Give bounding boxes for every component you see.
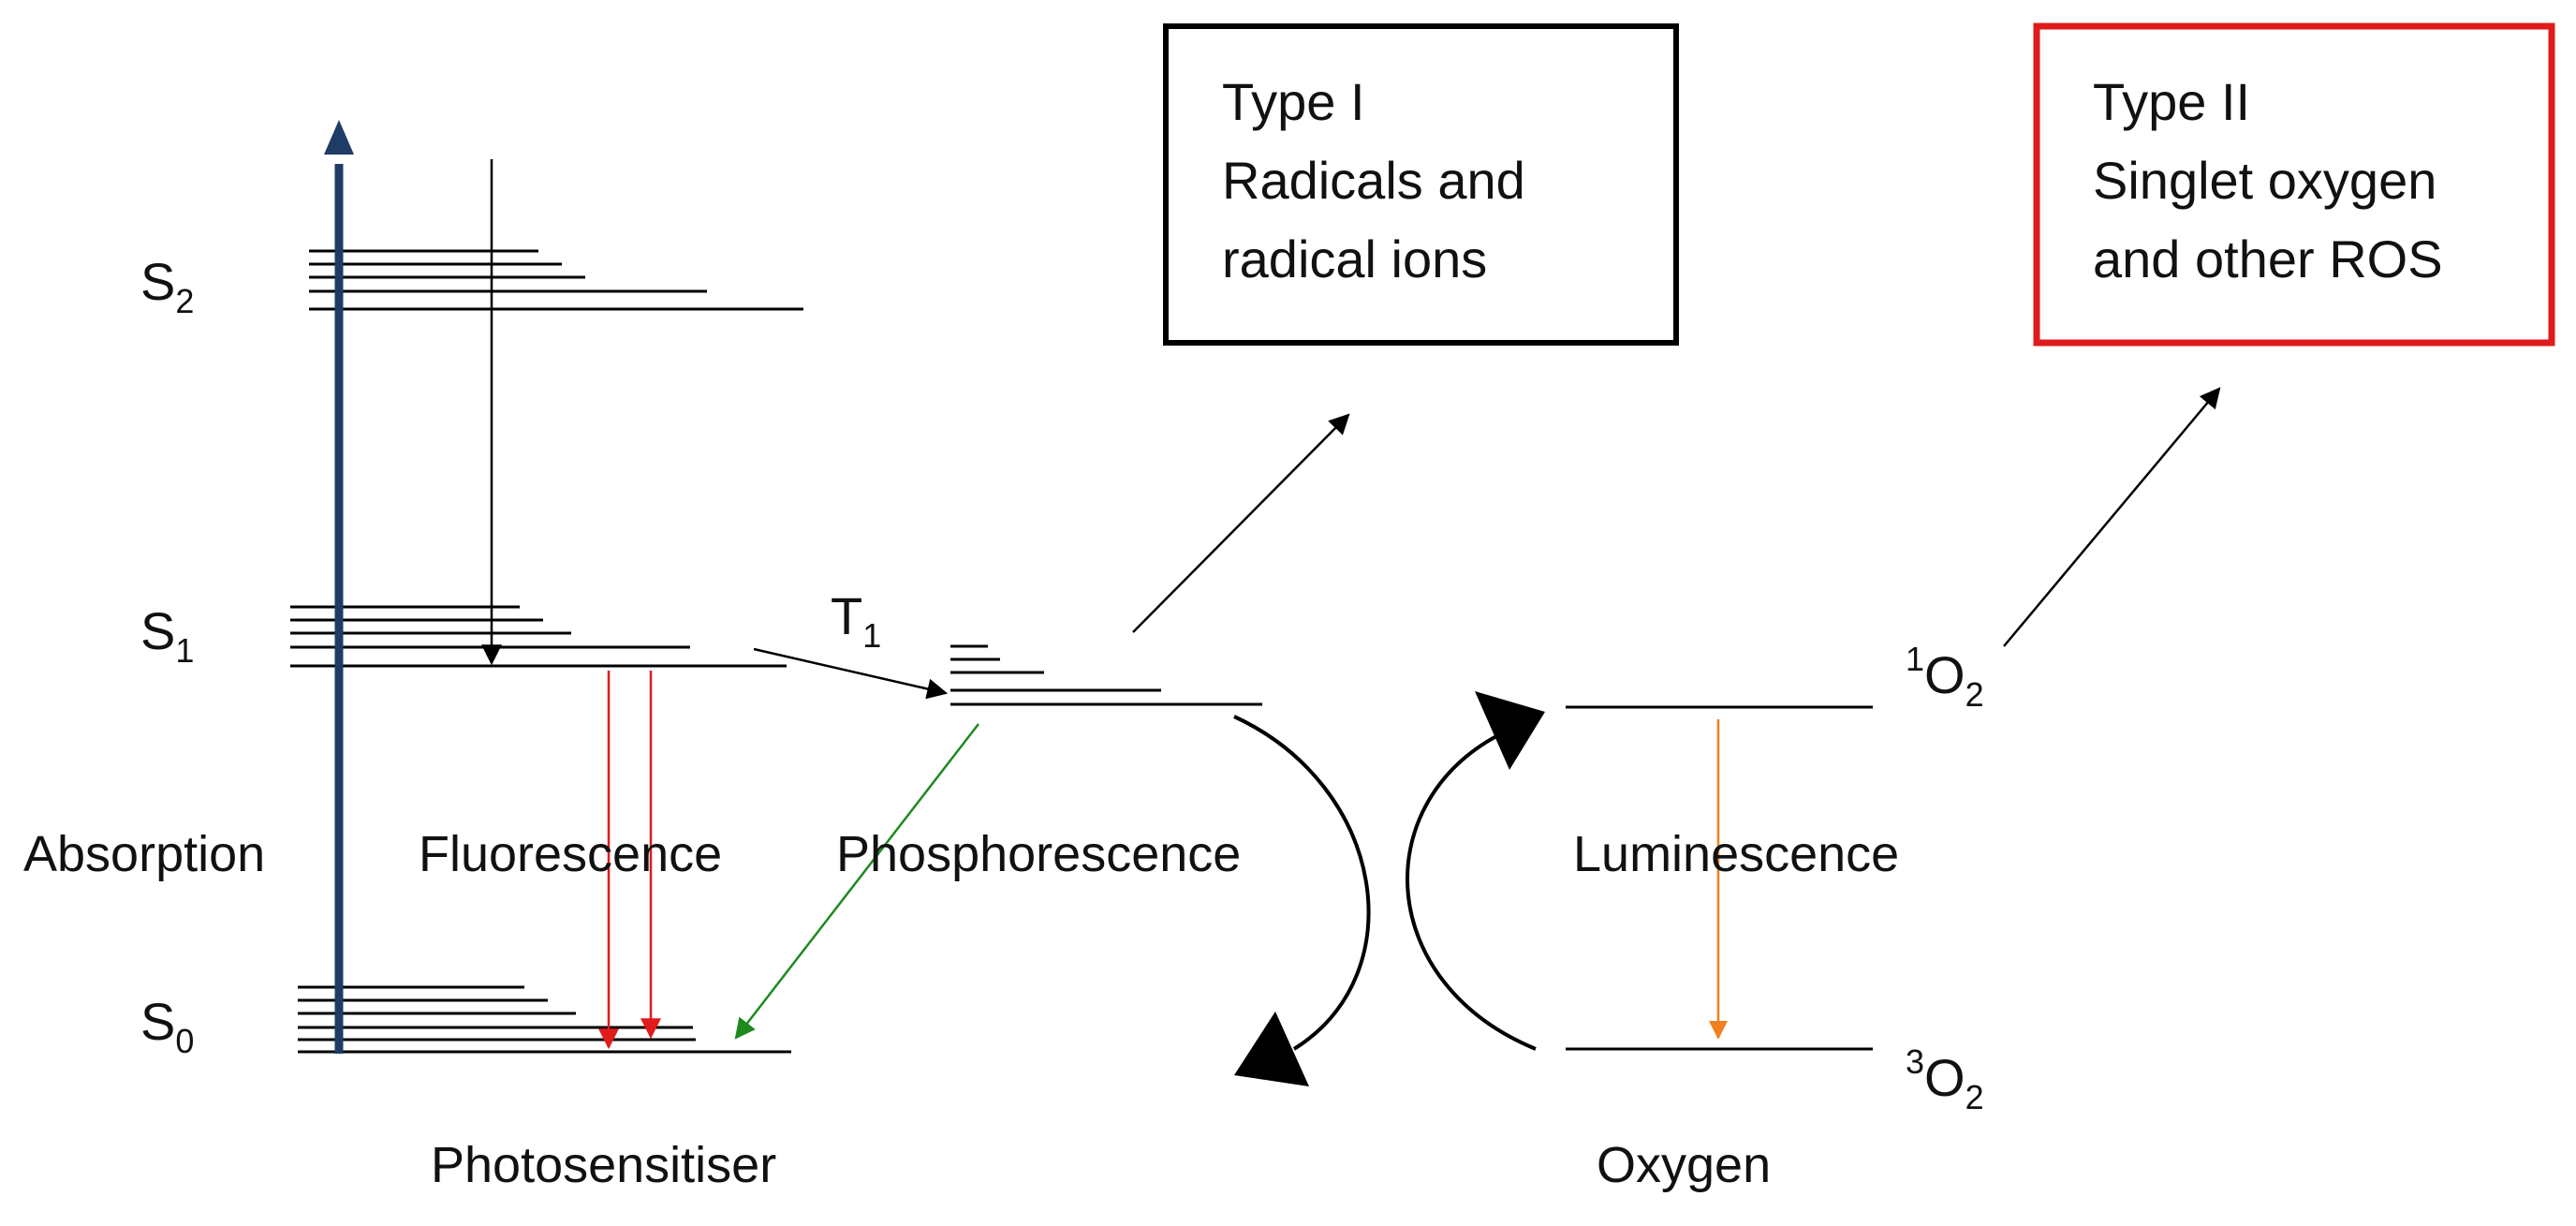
fluorescence-label: Fluorescence [419, 826, 722, 882]
s0-label: S0 [140, 992, 194, 1060]
s1-levels [290, 605, 787, 668]
s2-levels [309, 249, 803, 311]
type2-box [2033, 22, 2555, 347]
phosphorescence-arrow [734, 723, 979, 1040]
type2-line3: and other ROS [2093, 229, 2443, 288]
type1-box [1163, 23, 1679, 346]
energy-transfer-arrowhead-up [1475, 691, 1545, 770]
triplet-oxygen-label: 3O2 [1906, 1042, 1984, 1116]
absorption-arrowhead [324, 120, 354, 155]
intersystem-crossing-arrow [753, 647, 949, 700]
type2-line2: Singlet oxygen [2093, 151, 2436, 210]
luminescence-label: Luminescence [1573, 826, 1899, 882]
photosensitiser-label: Photosensitiser [431, 1137, 776, 1193]
s1-label: S1 [140, 601, 194, 670]
energy-transfer-curve-up [1405, 733, 1537, 1051]
type2-title: Type II [2093, 72, 2250, 131]
energy-transfer-arrowhead-down [1234, 1012, 1309, 1086]
singlet-oxygen-label: 1O2 [1906, 640, 1984, 714]
type1-line3: radical ions [1222, 229, 1487, 288]
type2-reaction-arrow [2003, 387, 2221, 647]
t1-levels [950, 644, 1262, 706]
s0-levels [298, 985, 791, 1054]
type1-line2: Radicals and [1222, 151, 1525, 210]
type1-reaction-arrow [1132, 413, 1350, 633]
s2-label: S2 [140, 252, 194, 320]
type1-title: Type I [1222, 72, 1365, 131]
absorption-label: Absorption [23, 826, 265, 882]
phosphorescence-label: Phosphorescence [836, 826, 1241, 882]
energy-transfer-curve-down [1233, 715, 1371, 1051]
t1-label: T1 [831, 586, 881, 655]
oxygen-label: Oxygen [1597, 1137, 1771, 1193]
